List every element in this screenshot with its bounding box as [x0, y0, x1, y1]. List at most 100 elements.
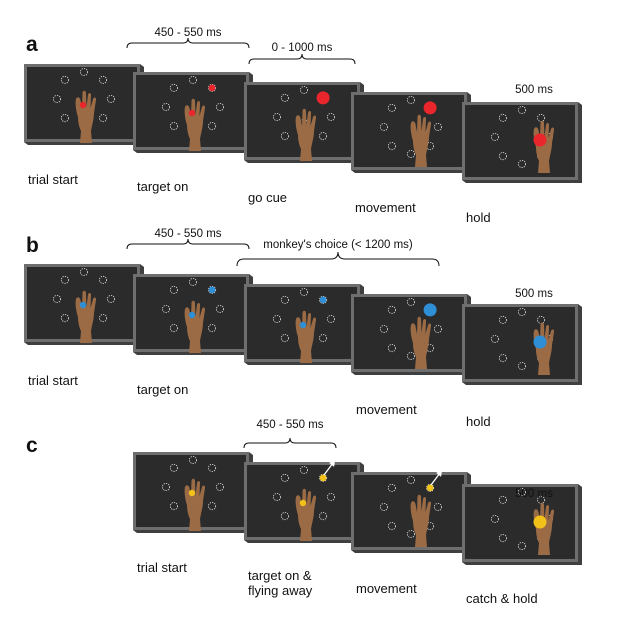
target-dot-icon	[423, 101, 437, 115]
target-dot-icon	[426, 484, 434, 492]
target-ring-icon	[299, 86, 308, 95]
timing-brace-icon	[243, 437, 337, 449]
target-ring-icon	[387, 483, 396, 492]
frame-label-a-3: go cue	[248, 190, 287, 205]
target-ring-icon	[406, 96, 415, 105]
target-ring-icon	[188, 76, 197, 85]
target-dot-icon	[188, 311, 196, 319]
target-ring-icon	[518, 361, 527, 370]
target-ring-icon	[387, 103, 396, 112]
panel-letter-b: b	[26, 234, 39, 257]
target-ring-icon	[319, 334, 328, 343]
frame-label-c-4: catch & hold	[466, 591, 538, 606]
frame-label-c-2a: target on &	[248, 568, 312, 583]
frame-label-c-1: trial start	[137, 560, 187, 575]
target-ring-icon	[208, 463, 217, 472]
target-dot-icon	[188, 109, 196, 117]
target-ring-icon	[107, 294, 116, 303]
target-ring-icon	[169, 83, 178, 92]
target-ring-icon	[319, 473, 328, 482]
timing-label-a-2: 0 - 1000 ms	[272, 42, 333, 54]
target-ring-icon	[490, 515, 499, 524]
target-dot-icon	[533, 335, 547, 349]
target-ring-icon	[387, 344, 396, 353]
target-ring-icon	[80, 68, 89, 77]
target-ring-icon	[379, 324, 388, 333]
panel-b-frames	[24, 264, 582, 385]
target-ring-icon	[80, 267, 89, 276]
target-ring-icon	[161, 482, 170, 491]
target-ring-icon	[161, 103, 170, 112]
target-ring-icon	[215, 304, 224, 313]
target-ring-icon	[426, 142, 435, 151]
target-ring-icon	[280, 473, 289, 482]
monitor-frame-icon	[462, 102, 582, 183]
target-ring-icon	[379, 502, 388, 511]
target-dot-icon	[316, 91, 330, 105]
target-ring-icon	[426, 483, 435, 492]
target-ring-icon	[53, 95, 62, 104]
target-dot-icon	[319, 474, 327, 482]
target-ring-icon	[161, 304, 170, 313]
timing-label-c-1: 450 - 550 ms	[256, 419, 323, 431]
target-dot-icon	[299, 321, 307, 329]
monitor-frame-icon	[351, 294, 471, 375]
target-ring-icon	[272, 314, 281, 323]
target-ring-icon	[208, 285, 217, 294]
target-ring-icon	[188, 277, 197, 286]
timing-brace-icon	[126, 238, 250, 250]
frame-label-c-2b: flying away	[248, 583, 313, 598]
target-ring-icon	[280, 512, 289, 521]
monitor-frame-icon	[244, 82, 364, 163]
timing-brace-icon	[248, 53, 356, 65]
target-ring-icon	[169, 324, 178, 333]
target-dot-icon	[79, 301, 87, 309]
monitor-frame-icon	[351, 469, 471, 553]
target-ring-icon	[319, 132, 328, 141]
target-ring-icon	[215, 103, 224, 112]
target-ring-icon	[99, 114, 108, 123]
target-ring-icon	[60, 114, 69, 123]
target-ring-icon	[208, 83, 217, 92]
target-ring-icon	[387, 522, 396, 531]
timing-label-a-1: 450 - 550 ms	[154, 27, 221, 39]
target-ring-icon	[490, 334, 499, 343]
target-ring-icon	[433, 123, 442, 132]
target-ring-icon	[60, 275, 69, 284]
target-ring-icon	[107, 95, 116, 104]
target-ring-icon	[169, 122, 178, 131]
target-dot-icon	[533, 133, 547, 147]
target-ring-icon	[53, 294, 62, 303]
target-ring-icon	[433, 324, 442, 333]
target-ring-icon	[299, 287, 308, 296]
target-ring-icon	[215, 482, 224, 491]
target-ring-icon	[326, 314, 335, 323]
target-ring-icon	[299, 465, 308, 474]
target-ring-icon	[490, 132, 499, 141]
target-ring-icon	[280, 334, 289, 343]
frame-label-a-2: target on	[137, 179, 188, 194]
target-ring-icon	[169, 463, 178, 472]
target-dot-icon	[423, 303, 437, 317]
target-ring-icon	[426, 344, 435, 353]
target-dot-icon	[79, 101, 87, 109]
target-ring-icon	[406, 530, 415, 539]
monitor-frame-icon	[244, 459, 364, 543]
target-ring-icon	[387, 142, 396, 151]
target-ring-icon	[169, 502, 178, 511]
timing-brace-icon	[236, 251, 440, 267]
target-ring-icon	[387, 305, 396, 314]
timing-label-c-2: 500 ms	[515, 488, 553, 500]
target-ring-icon	[498, 113, 507, 122]
target-ring-icon	[319, 512, 328, 521]
panel-letter-a: a	[26, 33, 38, 56]
target-dot-icon	[208, 286, 216, 294]
timing-label-b-2: monkey's choice (< 1200 ms)	[263, 239, 413, 251]
target-ring-icon	[406, 149, 415, 158]
monitor-frame-icon	[462, 304, 582, 385]
target-ring-icon	[498, 315, 507, 324]
panel-letter-c: c	[26, 434, 38, 457]
target-dot-icon	[319, 296, 327, 304]
frame-label-b-1: trial start	[28, 373, 78, 388]
